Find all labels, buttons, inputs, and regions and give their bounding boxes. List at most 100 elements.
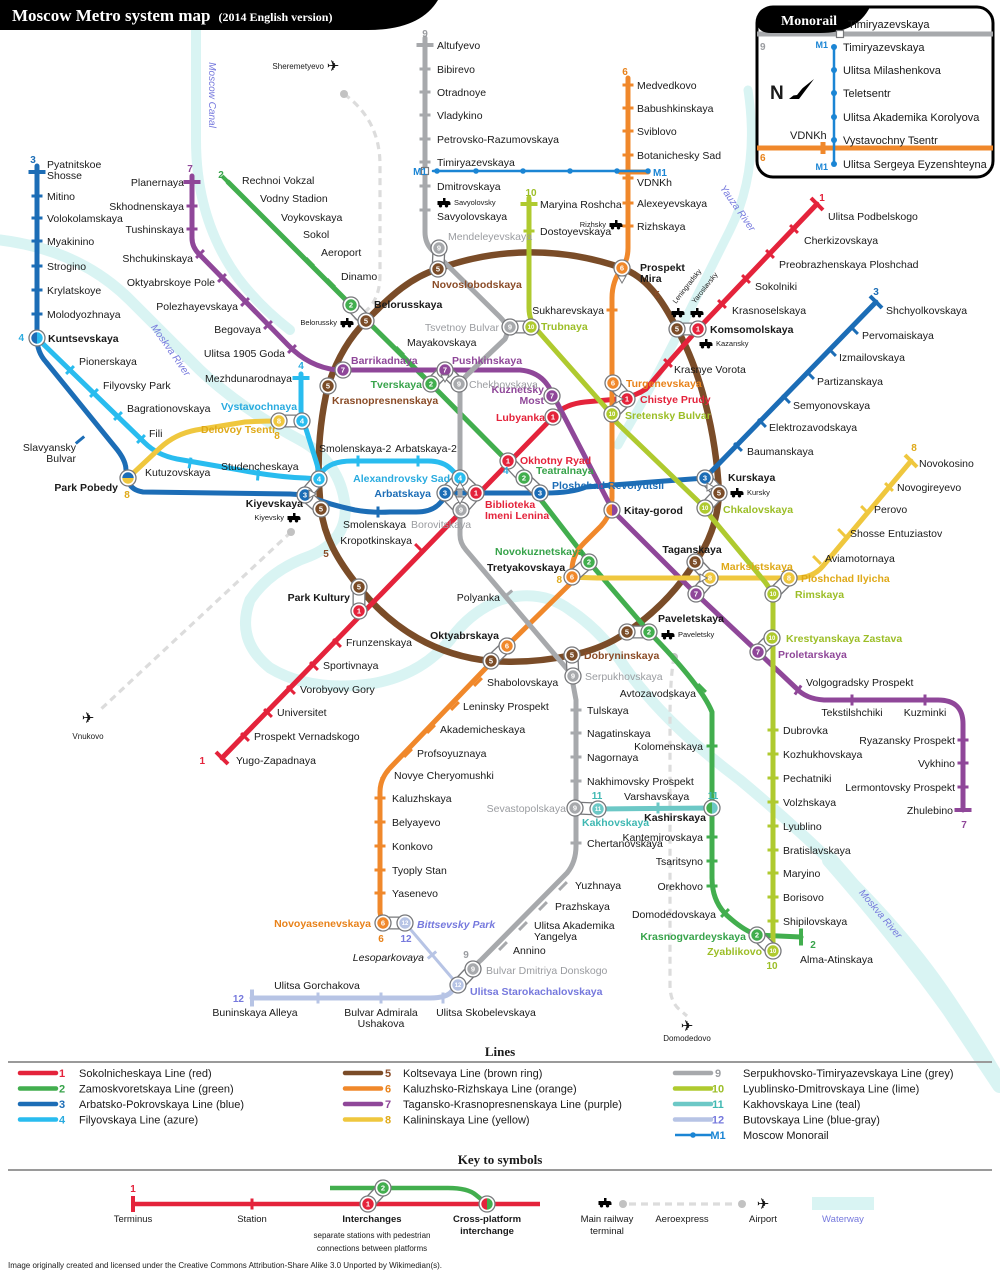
station-label-sokol: Sokol: [303, 229, 329, 241]
station-label-cherkizovskaya: Cherkizovskaya: [804, 235, 878, 247]
station-maryina-roshcha: [520, 202, 538, 206]
badge-line-3: 3: [436, 484, 454, 502]
station-label-arbatskaya-2: Arbatskaya-2: [395, 443, 457, 455]
station-petrovsko-razumovskaya: [419, 137, 431, 141]
line-number-10: 10: [766, 961, 778, 972]
monorail-dot: [645, 168, 651, 174]
station-label-annino: Annino: [513, 945, 546, 957]
station-label-lubyanka: Lubyanka: [496, 412, 545, 424]
station-label-petrovsko-razumovskaya: Petrovsko-Razumovskaya: [437, 134, 559, 146]
station-tick-bibirevo: [419, 67, 431, 71]
station-label-volzhskaya: Volzhskaya: [783, 797, 836, 809]
station-tick-sviblovo: [622, 129, 634, 133]
badge-line-3: 3: [696, 469, 714, 487]
station-mezhdunarodnaya: [292, 376, 310, 380]
line-number-8: 8: [274, 431, 280, 442]
station-label-krasnopresnenskaya: Krasnopresnenskaya: [332, 395, 438, 407]
station-volzhskaya: [767, 800, 779, 804]
station-label-preobrazhenskaya-ploshchad: Preobrazhenskaya Ploshchad: [779, 259, 919, 271]
train-wheel: [444, 204, 449, 208]
badge-number: 5: [570, 651, 574, 660]
badge-fill: [621, 626, 633, 638]
station-tick-preobrazhenskaya-ploshchad: [765, 249, 775, 259]
station-label-pervomaiskaya: Pervomaiskaya: [862, 330, 934, 342]
station-tick-volgogradsky-prospekt: [793, 684, 803, 696]
station-label-serpukhovskaya: Serpukhovskaya: [585, 671, 663, 683]
station-tick-novye-cheryomushki: [380, 770, 390, 780]
legend-line-2: Zamoskvoretskaya Line (green): [79, 1084, 234, 1096]
station-vodny-stadion: [243, 197, 253, 207]
station-label-borovitskaya: Borovitskaya: [411, 519, 471, 531]
station-label-vodny-stadion: Vodny Stadion: [260, 193, 328, 205]
station-label-polyanka: Polyanka: [457, 592, 500, 604]
station-tick-pionerskaya: [65, 365, 75, 375]
station-varshavskaya: [656, 802, 660, 814]
waterway-path: [613, 85, 756, 450]
station-tick-vorobyovy-gory: [286, 685, 296, 695]
station-dinamo: [326, 278, 336, 288]
station-label-nagatinskaya: Nagatinskaya: [587, 728, 651, 740]
waterway-path: [822, 852, 1000, 1093]
station-sportivnaya: [309, 661, 319, 671]
station-label-universitet: Universitet: [277, 707, 327, 719]
train-wheel: [347, 324, 352, 328]
train-icon: [437, 198, 451, 205]
station-label-prospekt: Mira: [640, 273, 662, 285]
badge-half: [706, 802, 712, 814]
transfer-triangle: [455, 496, 465, 506]
station-label-kutuzovskaya: Kutuzovskaya: [145, 467, 211, 479]
badge-fill: [439, 364, 451, 376]
station-bulvar-admirala-ushakova: [379, 992, 383, 1004]
badge-fill: [583, 556, 595, 568]
badge-crossplatform: [703, 799, 721, 817]
badge-line-10: 10: [763, 629, 781, 647]
legend-title: Lines: [485, 1044, 515, 1059]
rail-terminal-icon-rizhsky: [609, 220, 623, 230]
station-begovaya: [263, 320, 273, 330]
station-label-marksistskaya: Marksistskaya: [721, 561, 793, 573]
legend-line-1: Sokolnicheskaya Line (red): [79, 1068, 212, 1080]
line-number-11: 11: [592, 791, 603, 802]
station-label-ulitsa-podbelskogo: Ulitsa Podbelskogo: [828, 211, 918, 223]
train-wheel: [599, 1204, 604, 1208]
line-number-5: 5: [323, 549, 329, 560]
train-icon: [671, 308, 685, 315]
station-label-elektrozavodskaya: Elektrozavodskaya: [769, 422, 857, 434]
station-label-lyublino: Lyublino: [783, 821, 822, 833]
station-label-sukharevskaya: Sukharevskaya: [532, 305, 604, 317]
station-label-tekstilshchiki: Tekstilshchiki: [821, 707, 882, 719]
station-tick-profsoyuznaya: [403, 748, 413, 758]
badge-number: 8: [708, 574, 712, 583]
badge-number: 3: [443, 489, 447, 498]
badge-number: 10: [609, 412, 616, 418]
station-label-bulvar-dmitriya-donskogo: Bulvar Dmitriya Donskogo: [486, 965, 608, 977]
station-label-yasenevo: Yasenevo: [392, 888, 438, 900]
station-dostoyevskaya: [523, 229, 535, 233]
train-wheel: [691, 314, 696, 318]
badge-number: 4: [300, 417, 305, 426]
line-2-path: [225, 179, 804, 940]
station-tick-krylatskoye: [31, 288, 43, 292]
train-wheel: [288, 519, 293, 523]
badge-fill: [607, 377, 619, 389]
monorail-dot: [614, 168, 620, 174]
station-tick-lyublino: [767, 824, 779, 828]
station-label-bibirevo: Bibirevo: [437, 64, 475, 76]
badge-number: 1: [474, 489, 478, 498]
station-label-dostoyevskaya: Dostoyevskaya: [540, 226, 611, 238]
station-zhulebino: [954, 808, 972, 812]
badge-line-8: 8: [780, 569, 798, 587]
badge-number: 3: [703, 474, 707, 483]
badge-number: 10: [702, 506, 709, 512]
station-label-nagornaya: Nagornaya: [587, 752, 639, 764]
badge-fill: [534, 487, 546, 499]
station-tick-studencheskaya: [256, 469, 260, 481]
badge-line-5: 5: [312, 500, 330, 518]
station-label-zyablikovo: Zyablikovo: [707, 946, 762, 958]
station-terminus-altufyevo: [416, 43, 434, 47]
badge-line-5: 5: [686, 553, 704, 571]
station-tick-mayakovskaya: [395, 346, 405, 356]
badge-fill: [767, 945, 779, 957]
badge-number: 9: [571, 672, 575, 681]
